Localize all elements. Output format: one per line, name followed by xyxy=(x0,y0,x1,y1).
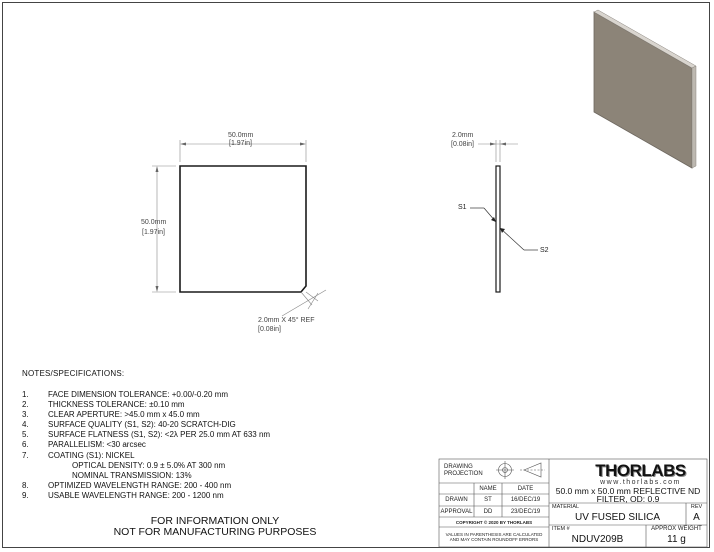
approval-label: APPROVAL xyxy=(440,508,473,515)
front-view xyxy=(152,140,327,317)
note-subitem: OPTICAL DENSITY: 0.9 ± 5.0% AT 300 nm xyxy=(72,460,226,470)
drawn-name: ST xyxy=(484,497,492,503)
item-number: NDUV209B xyxy=(571,534,624,545)
date-header: DATE xyxy=(517,485,534,492)
note-item: 8.OPTIMIZED WAVELENGTH RANGE: 200 - 400 … xyxy=(22,480,232,490)
drawn-label: DRAWN xyxy=(445,497,468,503)
item-label: ITEM # xyxy=(552,526,570,532)
weight-label: APPROX WEIGHT xyxy=(651,526,702,532)
chamfer-dimension-mm: 2.0mm X 45° REF xyxy=(258,317,315,324)
iso-face xyxy=(593,11,693,169)
rev-value: A xyxy=(693,512,700,523)
thickness-dimension-in: [0.08in] xyxy=(451,141,474,148)
surface-s2-label: S2 xyxy=(540,247,549,254)
weight-value: 11 g xyxy=(667,534,686,545)
notes-list: 1.FACE DIMENSION TOLERANCE: +0.00/-0.20 … xyxy=(22,390,270,501)
rounding-note: VALUES IN PARENTHESIS ARE CALCULATED AND… xyxy=(445,532,543,542)
width-dimension-in: [1.97in] xyxy=(229,140,252,147)
approval-date: 23/DEC/19 xyxy=(510,508,541,515)
disclaimer: FOR INFORMATION ONLY NOT FOR MANUFACTURI… xyxy=(100,516,330,538)
copyright-notice: COPYRIGHT © 2020 BY THORLABS xyxy=(455,519,533,525)
drawn-date: 16/DEC/19 xyxy=(510,497,541,503)
logo-wordmark: THORLABS xyxy=(595,461,686,480)
material-value: UV FUSED SILICA xyxy=(574,512,661,523)
note-item: 9.USABLE WAVELENGTH RANGE: 200 - 1200 nm xyxy=(22,490,224,500)
notes-title: NOTES/SPECIFICATIONS: xyxy=(22,369,125,378)
rev-label: REV xyxy=(690,504,703,510)
note-item: 2.THICKNESS TOLERANCE: ±0.10 mm xyxy=(22,400,185,410)
iso-side-edge xyxy=(691,65,697,169)
projection-label: DRAWING PROJECTION xyxy=(444,464,483,477)
isometric-view xyxy=(593,9,697,169)
note-item: 6.PARALLELISM: <30 arcsec xyxy=(22,440,146,450)
disclaimer-line: FOR INFORMATION ONLY xyxy=(150,515,280,527)
name-header: NAME xyxy=(479,485,497,492)
thickness-dimension-mm: 2.0mm xyxy=(452,132,474,139)
height-dimension-mm: 50.0mm xyxy=(141,219,167,226)
title-block-grid xyxy=(438,458,708,548)
surface-s1-label: S1 xyxy=(458,204,467,211)
note-item: 1.FACE DIMENSION TOLERANCE: +0.00/-0.20 … xyxy=(22,390,228,399)
note-item: 4.SURFACE QUALITY (S1, S2): 40-20 SCRATC… xyxy=(22,420,236,430)
note-item: 3.CLEAR APERTURE: >45.0 mm x 45.0 mm xyxy=(22,410,200,420)
note-subitem: NOMINAL TRANSMISSION: 13% xyxy=(72,470,192,480)
logo-website: www.thorlabs.com xyxy=(600,479,681,486)
filter-outline xyxy=(179,165,307,293)
height-dimension-in: [1.97in] xyxy=(142,229,165,236)
note-item: 5.SURFACE FLATNESS (S1, S2): <2λ PER 25.… xyxy=(22,430,271,440)
filter-edge-profile xyxy=(495,165,501,293)
disclaimer-line: NOT FOR MANUFACTURING PURPOSES xyxy=(113,526,317,538)
approval-name: DD xyxy=(483,508,493,515)
note-item: 7.COATING (S1): NICKEL xyxy=(22,450,135,460)
chamfer-dimension-in: [0.08in] xyxy=(258,326,281,333)
width-dimension-mm: 50.0mm xyxy=(228,132,254,139)
side-view xyxy=(470,140,538,293)
part-description: 50.0 mm x 50.0 mm REFLECTIVE ND FILTER, … xyxy=(555,485,701,504)
material-label: MATERIAL xyxy=(552,504,580,510)
thorlabs-logo: THORLABS www.thorlabs.com xyxy=(580,462,701,487)
